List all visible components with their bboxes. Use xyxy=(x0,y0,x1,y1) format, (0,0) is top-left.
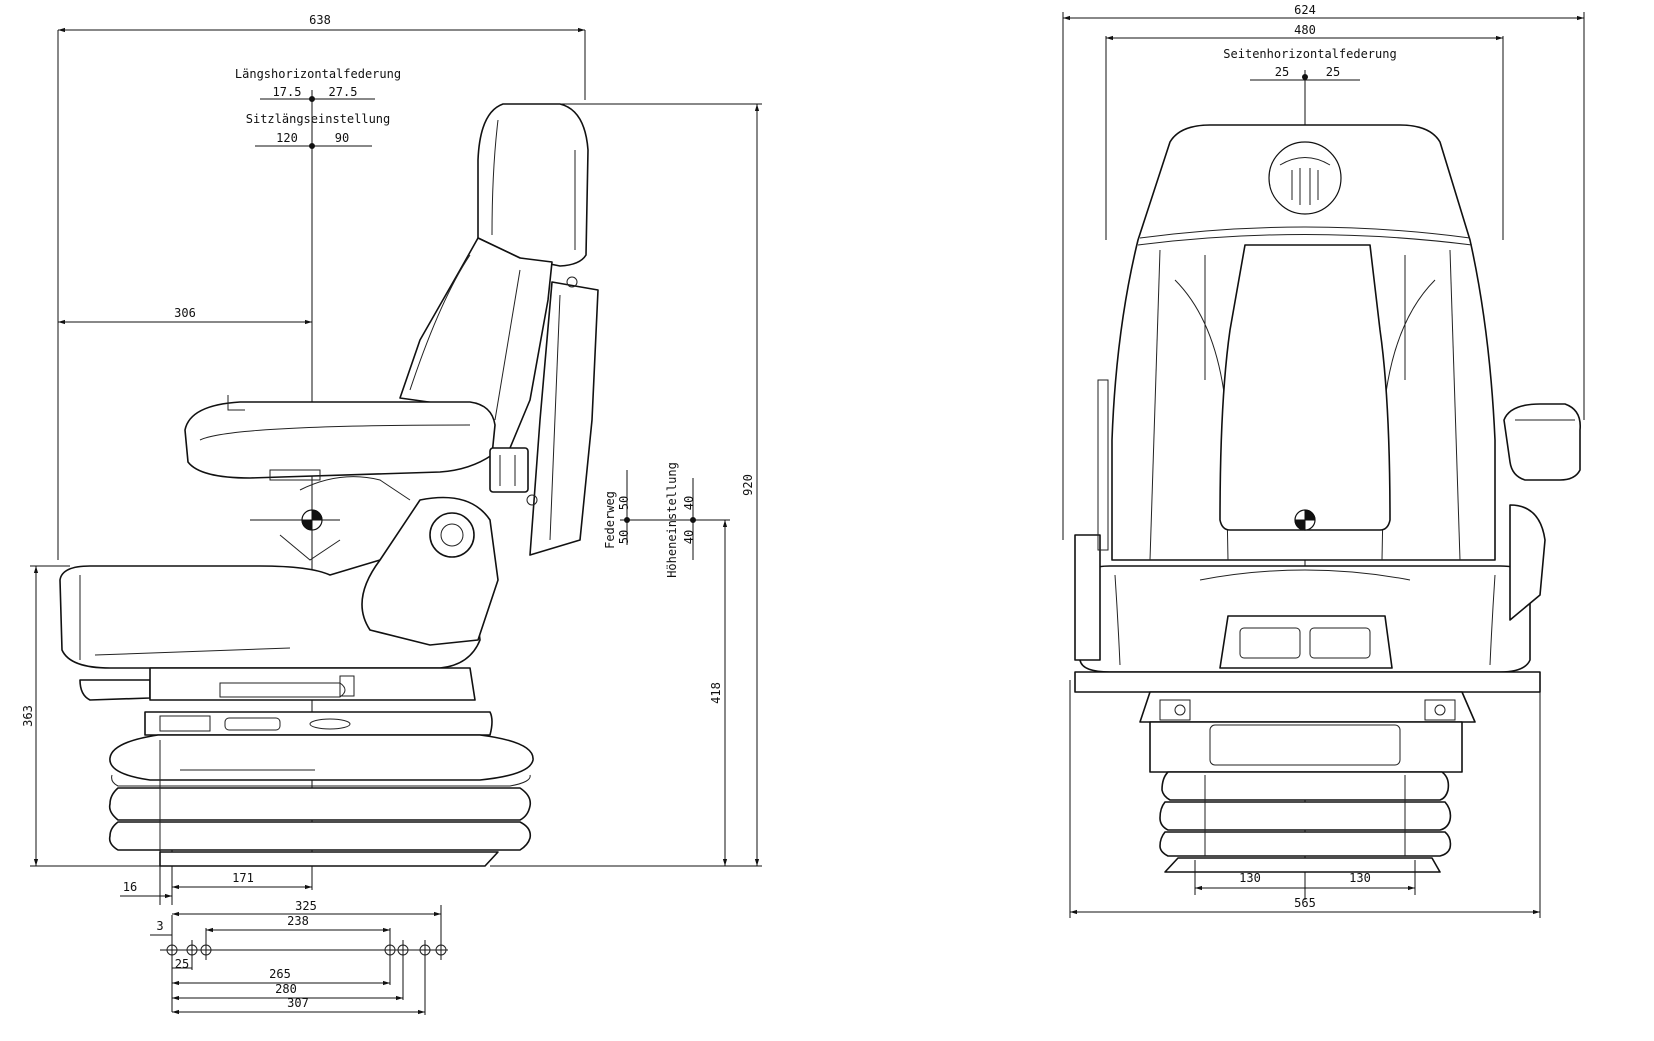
laengshorizontal-label: Längshorizontalfederung xyxy=(235,67,401,81)
dim-16-text: 16 xyxy=(123,880,137,894)
sitzlaengs-right: 90 xyxy=(335,131,349,145)
federweg-block: Federweg 50 50 xyxy=(603,470,640,549)
dim-16-171: 16 171 xyxy=(120,840,312,905)
federweg-down: 50 xyxy=(617,530,631,544)
front-seat-illustration xyxy=(1074,124,1582,873)
laengshorizontal-block: Längshorizontalfederung 17.5 27.5 xyxy=(235,67,401,102)
dim-920-text: 920 xyxy=(741,474,755,496)
side-seat-illustration xyxy=(59,103,599,867)
side-view: 638 Längshorizontalfederung 17.5 27.5 Si… xyxy=(21,13,762,905)
sip-marker-front xyxy=(1294,509,1316,531)
sip-marker-side xyxy=(250,509,340,531)
hole-d238: 238 xyxy=(287,914,309,928)
seitenhorizontal-right: 25 xyxy=(1326,65,1340,79)
dim-480: 480 xyxy=(1105,23,1504,240)
hoehen-up: 40 xyxy=(682,496,696,510)
dim-638: 638 xyxy=(309,13,331,27)
dim-171-text: 171 xyxy=(232,871,254,885)
dim-565: 565 xyxy=(1069,680,1541,918)
hole-d325: 325 xyxy=(295,899,317,913)
dim-363: 363 xyxy=(21,565,160,867)
hole-pattern: 3 325 238 25 265 280 307 xyxy=(150,899,448,1015)
dim-418-text: 418 xyxy=(709,682,723,704)
dim-130-left: 130 xyxy=(1239,871,1261,885)
dim-480-text: 480 xyxy=(1294,23,1316,37)
seitenhorizontal-block: Seitenhorizontalfederung 25 25 xyxy=(1223,47,1397,81)
dim-363-text: 363 xyxy=(21,705,35,727)
dim-overall-width-side: 638 xyxy=(57,13,586,560)
hole-d280: 280 xyxy=(275,982,297,996)
brand-logo xyxy=(1268,141,1342,215)
laengshorizontal-left: 17.5 xyxy=(273,85,302,99)
hole-d265: 265 xyxy=(269,967,291,981)
dim-624: 624 xyxy=(1062,3,1585,540)
hole-d3: 3 xyxy=(156,919,163,933)
dim-920: 920 xyxy=(490,103,762,867)
hole-d307: 307 xyxy=(287,996,309,1010)
federweg-up: 50 xyxy=(617,496,631,510)
seitenhorizontal-left: 25 xyxy=(1275,65,1289,79)
front-view: 624 480 Seitenhorizontalfederung 25 25 xyxy=(1062,3,1585,918)
hole-d25: 25 xyxy=(175,957,189,971)
dim-130-right: 130 xyxy=(1349,871,1371,885)
dim-306-text: 306 xyxy=(174,306,196,320)
dim-565-text: 565 xyxy=(1294,896,1316,910)
federweg-label: Federweg xyxy=(603,491,617,549)
laengshorizontal-right: 27.5 xyxy=(329,85,358,99)
hoehen-label: Höheneinstellung xyxy=(665,462,679,578)
dim-624-text: 624 xyxy=(1294,3,1316,17)
hoehen-down: 40 xyxy=(682,530,696,544)
seitenhorizontal-label: Seitenhorizontalfederung xyxy=(1223,47,1396,61)
dim-130-130: 130 130 xyxy=(1194,860,1416,895)
sitzlaengs-block: Sitzlängseinstellung 120 90 xyxy=(246,112,391,149)
hoehen-block: Höheneinstellung 40 40 xyxy=(665,462,705,578)
sitzlaengs-label: Sitzlängseinstellung xyxy=(246,112,391,126)
dim-306: 306 xyxy=(58,306,312,325)
sitzlaengs-left: 120 xyxy=(276,131,298,145)
